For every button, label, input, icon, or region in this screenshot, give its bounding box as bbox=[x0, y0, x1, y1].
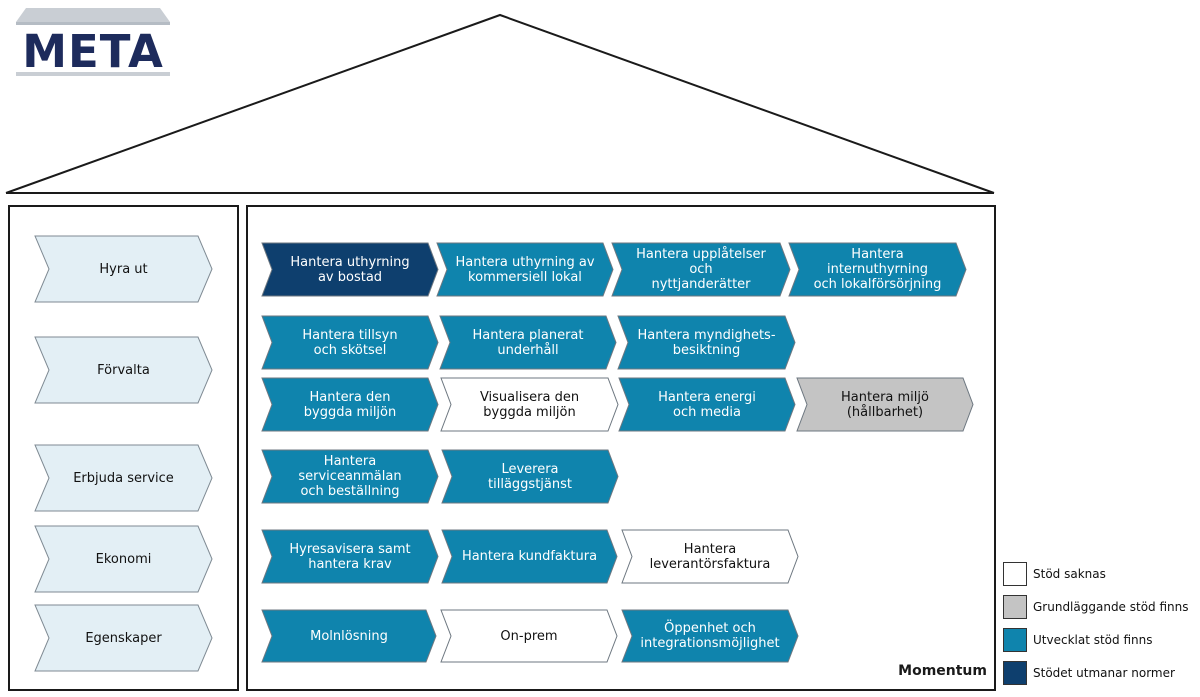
capability-label: Hyresavisera samt hantera krav bbox=[289, 541, 411, 572]
capability-hyresavisera: Hyresavisera samt hantera krav bbox=[261, 529, 439, 584]
house-roof bbox=[5, 13, 995, 194]
category-label: Förvalta bbox=[97, 362, 150, 378]
capability-on-prem: On-prem bbox=[440, 609, 618, 663]
category-egenskaper: Egenskaper bbox=[34, 604, 213, 672]
capability-label: Hantera energi och media bbox=[658, 389, 756, 420]
capability-uthyrning-bostad: Hantera uthyrning av bostad bbox=[261, 242, 439, 297]
category-erbjuda-service: Erbjuda service bbox=[34, 444, 213, 512]
capability-upplatelser: Hantera upplåtelser och nyttjanderätter bbox=[611, 242, 791, 297]
capability-label: Hantera den byggda miljön bbox=[303, 389, 397, 420]
capability-byggda-miljon: Hantera den byggda miljön bbox=[261, 377, 439, 432]
capability-label: Öppenhet och integrationsmöjlighet bbox=[640, 621, 780, 651]
capability-map bbox=[246, 205, 996, 691]
capability-planerat-underhall: Hantera planerat underhåll bbox=[439, 315, 617, 370]
category-column bbox=[8, 205, 239, 691]
legend-label: Utvecklat stöd finns bbox=[1033, 633, 1153, 647]
capability-serviceanmalan: Hantera serviceanmälan och beställning bbox=[261, 449, 439, 504]
legend-item: Stödet utmanar normer bbox=[1003, 660, 1175, 686]
capability-myndighetsbesiktning: Hantera myndighets- besiktning bbox=[617, 315, 796, 370]
capability-label: Hantera uthyrning av kommersiell lokal bbox=[455, 254, 595, 285]
capability-label: Hantera upplåtelser och nyttjanderätter bbox=[636, 247, 766, 292]
capability-label: Hantera kundfaktura bbox=[461, 549, 598, 564]
capability-label: Hantera miljö (hållbarhet) bbox=[841, 389, 929, 420]
legend-item: Stöd saknas bbox=[1003, 561, 1106, 587]
capability-label: Visualisera den byggda miljön bbox=[479, 389, 580, 420]
legend-label: Grundläggande stöd finns bbox=[1033, 600, 1189, 614]
meta-logo: META bbox=[16, 8, 170, 78]
legend-label: Stödet utmanar normer bbox=[1033, 666, 1175, 680]
capability-tillsyn: Hantera tillsyn och skötsel bbox=[261, 315, 439, 370]
capability-leverantorsfaktura: Hantera leverantörsfaktura bbox=[621, 529, 799, 584]
category-label: Erbjuda service bbox=[73, 470, 174, 486]
capability-label: Hantera serviceanmälan och beställning bbox=[298, 454, 402, 499]
capability-label: Leverera tilläggstjänst bbox=[488, 461, 572, 492]
capability-label: Hantera uthyrning av bostad bbox=[290, 254, 410, 285]
capability-oppenhet: Öppenhet och integrationsmöjlighet bbox=[621, 609, 799, 663]
legend-swatch bbox=[1003, 562, 1027, 586]
capability-visualisera: Visualisera den byggda miljön bbox=[440, 377, 619, 432]
legend-swatch bbox=[1003, 595, 1027, 619]
capability-label: On-prem bbox=[500, 628, 558, 644]
capability-uthyrning-lokal: Hantera uthyrning av kommersiell lokal bbox=[436, 242, 614, 297]
category-label: Hyra ut bbox=[99, 261, 148, 277]
category-forvalta: Förvalta bbox=[34, 336, 213, 404]
capability-internuthyrning: Hantera internuthyrning och lokalförsörj… bbox=[788, 242, 967, 297]
capability-label: Hantera tillsyn och skötsel bbox=[302, 327, 398, 358]
capability-energi-media: Hantera energi och media bbox=[618, 377, 796, 432]
legend-item: Utvecklat stöd finns bbox=[1003, 627, 1152, 653]
capability-miljo: Hantera miljö (hållbarhet) bbox=[796, 377, 974, 432]
category-ekonomi: Ekonomi bbox=[34, 525, 213, 593]
logo-wordmark: META bbox=[22, 25, 164, 78]
capability-tillaggstjanst: Leverera tilläggstjänst bbox=[441, 449, 619, 504]
legend-item: Grundläggande stöd finns bbox=[1003, 594, 1189, 620]
category-label: Ekonomi bbox=[95, 551, 152, 567]
capability-kundfaktura: Hantera kundfaktura bbox=[441, 529, 618, 584]
category-hyra-ut: Hyra ut bbox=[34, 235, 213, 303]
capability-label: Hantera leverantörsfaktura bbox=[649, 541, 771, 572]
capability-label: Hantera internuthyrning och lokalförsörj… bbox=[813, 247, 942, 292]
capability-label: Hantera myndighets- besiktning bbox=[637, 327, 776, 358]
category-label: Egenskaper bbox=[85, 630, 162, 646]
legend-label: Stöd saknas bbox=[1033, 567, 1106, 581]
legend-swatch bbox=[1003, 628, 1027, 652]
legend-swatch bbox=[1003, 661, 1027, 685]
capability-molnlosning: Molnlösning bbox=[261, 609, 437, 663]
product-label: Momentum bbox=[898, 663, 987, 679]
capability-label: Molnlösning bbox=[310, 628, 388, 644]
capability-label: Hantera planerat underhåll bbox=[472, 327, 584, 358]
